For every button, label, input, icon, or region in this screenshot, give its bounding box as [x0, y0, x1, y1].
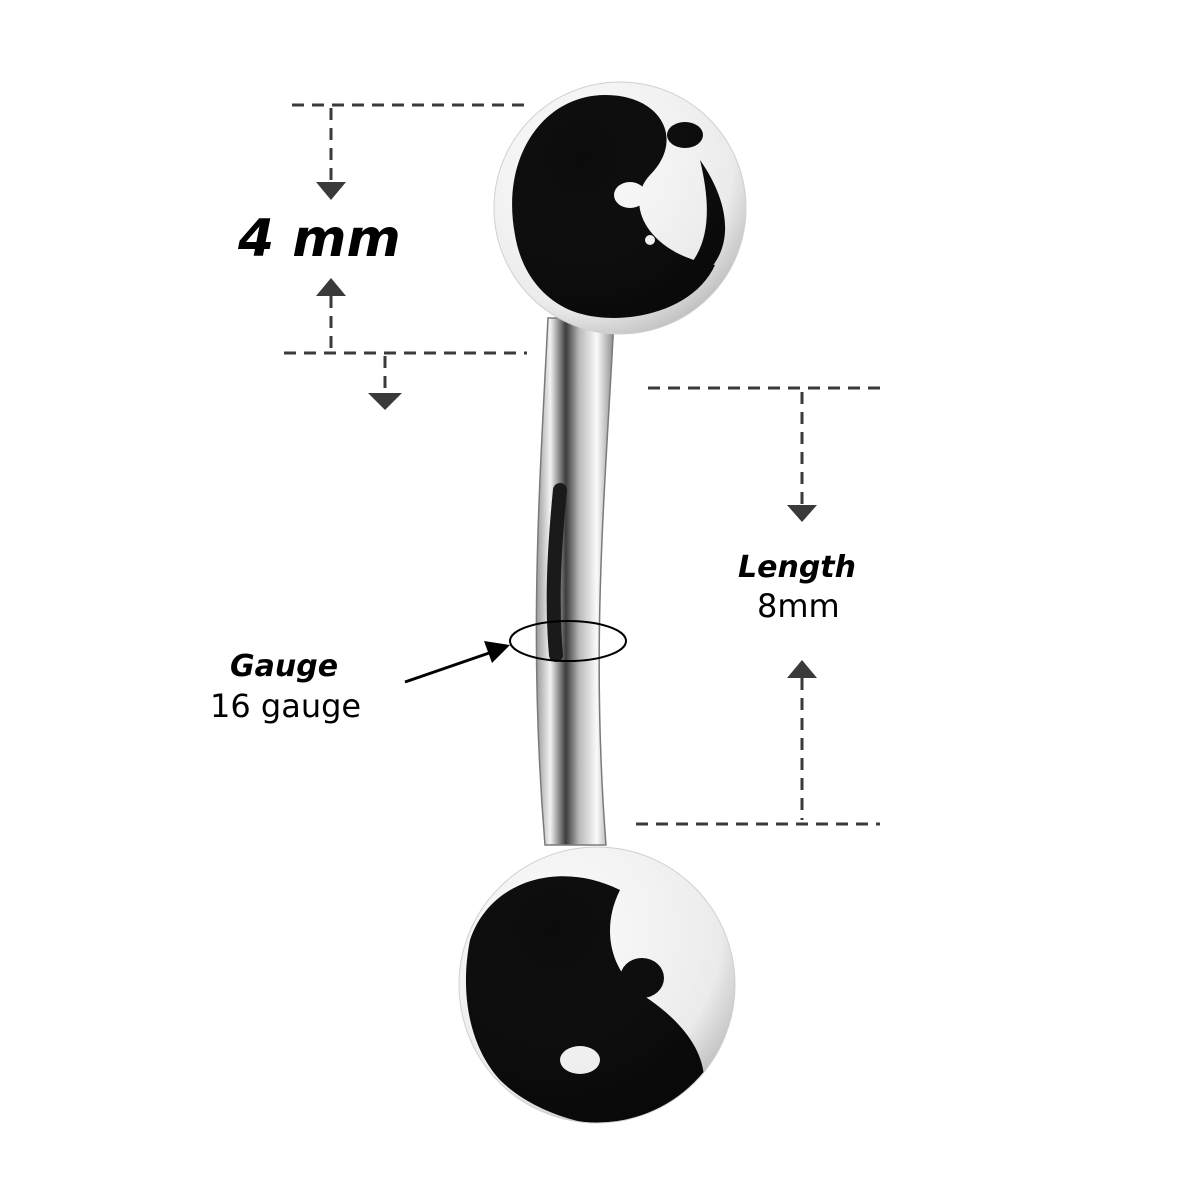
length-title: Length [738, 550, 856, 585]
length-dimension [636, 386, 880, 826]
length-value: 8mm [757, 587, 840, 625]
bottom-ball [459, 847, 735, 1123]
gauge-title: Gauge [230, 649, 338, 684]
ball-size-dimension [284, 103, 527, 393]
ball-size-label: 4 mm [237, 209, 401, 269]
length-arrows [787, 505, 817, 678]
gauge-arrow-icon [484, 641, 510, 663]
ball-size-arrow-down-lower-icon [368, 393, 402, 410]
gauge-indicator [404, 620, 627, 684]
top-ball [494, 82, 746, 334]
top-ball-outline [493, 81, 747, 335]
gauge-value: 16 gauge [210, 687, 361, 725]
barbell-shaft [535, 317, 615, 846]
length-arrow-up-icon [787, 660, 817, 678]
ball-size-arrows [316, 182, 402, 410]
bottom-ball-outline [458, 846, 736, 1124]
ball-size-arrow-up-icon [316, 278, 346, 296]
length-arrow-down-icon [787, 505, 817, 522]
ball-size-arrow-down-icon [316, 182, 346, 200]
